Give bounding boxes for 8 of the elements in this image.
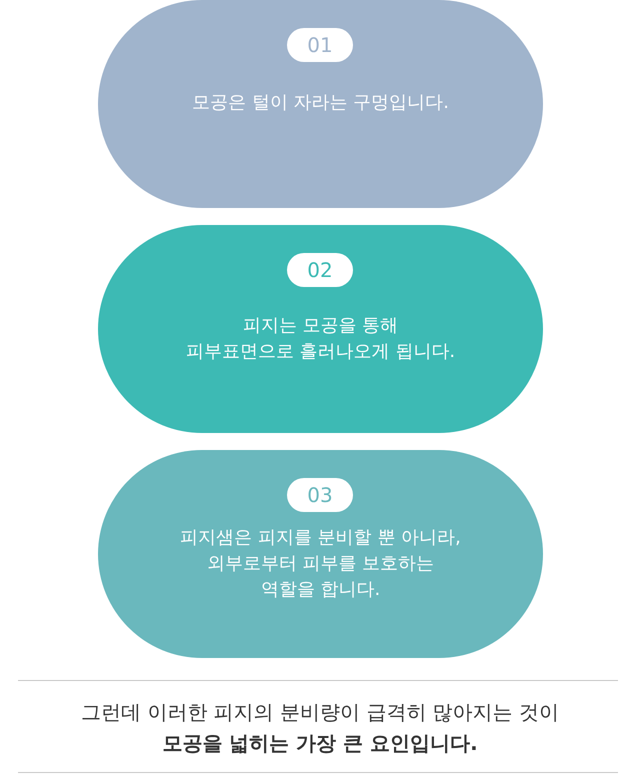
number-badge: 03 bbox=[287, 478, 353, 512]
number-badge: 01 bbox=[287, 28, 353, 62]
number-badge: 02 bbox=[287, 253, 353, 287]
note-text: 그런데 이러한 피지의 분비량이 급격히 많아지는 것이 bbox=[80, 699, 560, 726]
description-text: 모공은 털이 자라는 구멍입니다. bbox=[191, 91, 450, 115]
description-text: 피지샘은 피지를 분비할 뿐 아니라, 외부로부터 피부를 보호하는 역할을 합니다. bbox=[179, 526, 462, 602]
description-text: 피지는 모공을 통해 피부표면으로 흘러나오게 됩니다. bbox=[184, 314, 456, 364]
note-text: 모공을 넓히는 가장 큰 요인입니다. bbox=[161, 730, 479, 757]
